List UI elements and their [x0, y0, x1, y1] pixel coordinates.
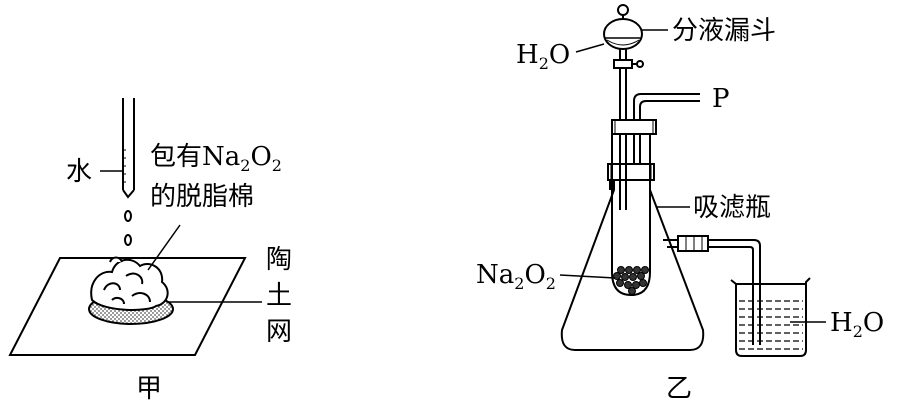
inner-test-tube — [611, 134, 651, 297]
figure-jia — [8, 98, 262, 356]
dropper-tube — [122, 98, 135, 199]
cotton-label-line1: 包有Na2O2 — [150, 142, 282, 175]
beaker — [730, 277, 811, 357]
cotton-leader — [147, 224, 181, 271]
cotton-ball — [90, 256, 169, 311]
ceramic-gauze-sheet — [8, 257, 247, 356]
gauze-label-3: 网 — [266, 317, 292, 347]
separatory-funnel — [603, 4, 644, 120]
water-drop — [124, 234, 132, 246]
beaker-water — [739, 300, 803, 350]
flask-stopper — [607, 163, 655, 181]
flask-label: 吸滤瓶 — [693, 193, 771, 223]
caption-yi: 乙 — [666, 374, 692, 404]
water-drop — [124, 210, 132, 222]
cotton-label-line2: 的脱脂棉 — [150, 182, 254, 212]
suction-flask — [560, 180, 705, 351]
caption-jia: 甲 — [136, 374, 162, 404]
gauze-label-2: 土 — [266, 281, 292, 311]
flask-side-arm — [663, 235, 761, 345]
funnel-h2o-leader — [575, 43, 605, 53]
water-label: 水 — [66, 157, 92, 187]
beaker-reagent-label: H2O — [830, 308, 884, 341]
inner-stopper — [611, 119, 657, 135]
outlet-tube — [633, 93, 700, 120]
outlet-label: P — [712, 84, 730, 114]
tube-reagent-label: Na2O2 — [476, 260, 556, 293]
na2o2-particles — [613, 266, 649, 295]
figure-yi — [559, 4, 826, 357]
gauze-label-1: 陶 — [266, 245, 292, 275]
funnel-label: 分液漏斗 — [672, 16, 776, 46]
funnel-reagent-label: H2O — [516, 40, 570, 73]
tube-reagent-leader — [559, 274, 616, 279]
